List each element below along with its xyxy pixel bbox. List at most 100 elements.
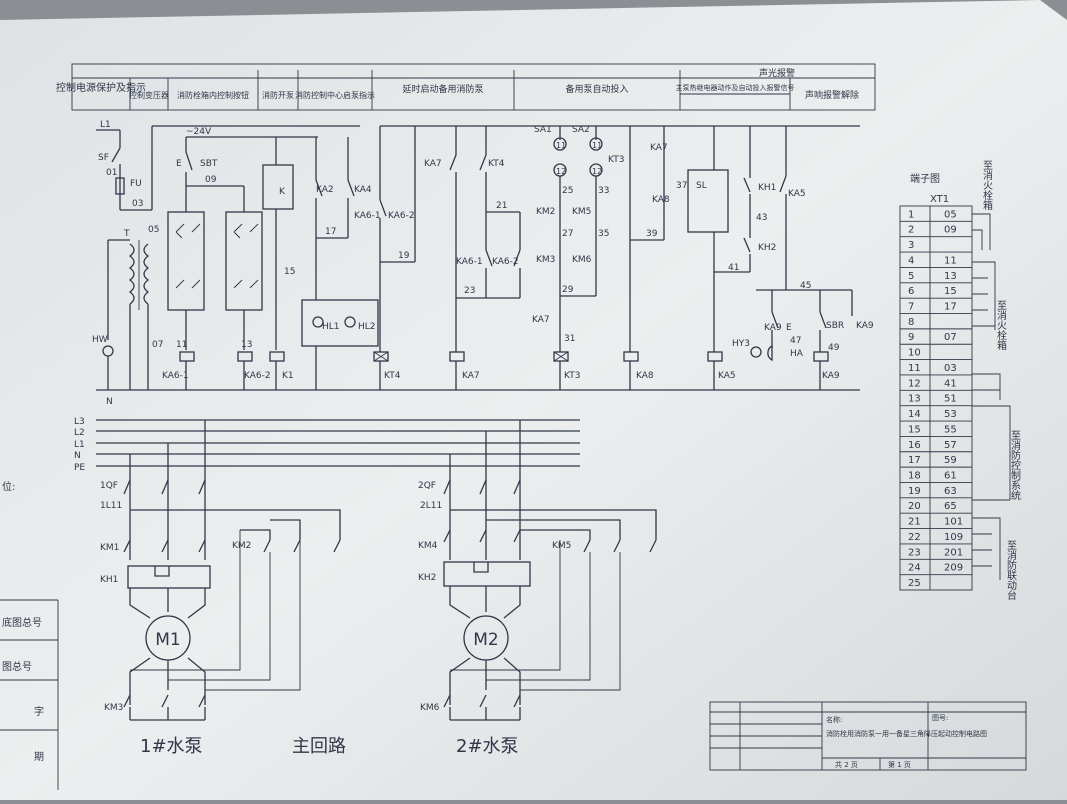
- caption-pump-1: 1#水泵: [140, 736, 203, 757]
- contact-11a: 11: [556, 141, 566, 150]
- label-sa1: SA1: [534, 125, 552, 135]
- margin-label-2: 图总号: [2, 660, 32, 673]
- terminal-wire: 53: [944, 409, 957, 420]
- wire-45: 45: [800, 281, 811, 291]
- caption-pump-2: 2#水泵: [456, 736, 519, 757]
- coil-kt4: [373, 351, 389, 362]
- terminal-wire: 61: [944, 470, 957, 481]
- main-circuit: L3 L2 L1 N PE 位: 1QF 1L11 KM1 KM2 KH1 M1…: [0, 417, 657, 790]
- label-t: T: [123, 229, 130, 239]
- label-bus-l2: L2: [74, 428, 85, 438]
- terminal-wire: 11: [944, 255, 957, 266]
- wire-29: 29: [562, 285, 574, 295]
- terminal-number: 17: [908, 455, 921, 466]
- coil-ka8: [623, 351, 639, 362]
- label-kh2-main: KH2: [418, 573, 436, 583]
- wire-33: 33: [598, 186, 609, 196]
- label-n: N: [106, 397, 113, 407]
- caption-main-loop: 主回路: [292, 736, 346, 757]
- terminal-group-1: 至消火栓箱: [981, 160, 993, 211]
- lamp-group-hl: [301, 299, 379, 347]
- label-kt3b: KT3: [608, 155, 624, 165]
- terminal-wire: 03: [944, 363, 957, 374]
- contact-12a: 12: [556, 167, 566, 176]
- label-ka9a: KA9: [764, 323, 782, 333]
- terminal-wire: 109: [944, 532, 963, 543]
- terminal-wire: 57: [944, 440, 957, 451]
- label-ka2: KA2: [316, 185, 334, 195]
- horn-ha: [767, 344, 773, 362]
- terminal-wire: 07: [944, 332, 957, 343]
- wire-19: 19: [398, 251, 410, 261]
- wire-25: 25: [562, 186, 573, 196]
- wire-03: 03: [132, 199, 143, 209]
- wire-31: 31: [564, 334, 575, 344]
- page-number: 第 1 页: [888, 760, 911, 769]
- terminal-wire: 101: [944, 517, 963, 528]
- label-bus-l3: L3: [74, 417, 85, 427]
- label-ka7b: KA7: [532, 315, 550, 325]
- header-table: 控制电源保护及指示 控制变压器 消防栓箱内控制按钮 消防开泵 消防控制中心启泵指…: [56, 63, 876, 111]
- terminal-number: 14: [908, 409, 921, 420]
- label-hw: HW: [92, 335, 108, 345]
- label-fu: FU: [130, 179, 142, 189]
- wire-23: 23: [464, 286, 475, 296]
- fuse-fu: [115, 177, 125, 195]
- label-ka8: KA8: [652, 195, 670, 205]
- terminal-group-4: 至消防联动台: [1005, 540, 1017, 601]
- label-hl2: HL2: [358, 322, 376, 332]
- coil-ka7: [449, 351, 465, 362]
- wire-43: 43: [756, 213, 767, 223]
- label-kt3: KT3: [564, 371, 580, 381]
- label-kt4: KT4: [488, 159, 505, 169]
- wire-01: 01: [106, 168, 117, 178]
- label-2l11: 2L11: [420, 501, 442, 511]
- header-cell-8: 声响报警解除: [805, 89, 859, 101]
- label-km2: KM2: [536, 207, 555, 217]
- terminal-number: 25: [908, 578, 921, 589]
- label-kt4b: KT4: [384, 371, 401, 381]
- terminal-number: 9: [908, 332, 914, 343]
- label-ha: HA: [790, 349, 804, 359]
- terminal-number: 12: [908, 378, 921, 389]
- terminal-number: 4: [908, 255, 914, 266]
- wire-27: 27: [562, 229, 573, 239]
- label-ka7c: KA7: [650, 143, 668, 153]
- terminal-number: 8: [908, 317, 914, 328]
- label-ka6-2c: KA6-2: [492, 257, 519, 267]
- label-l1: L1: [100, 120, 111, 130]
- label-km5-main: KM5: [552, 541, 571, 551]
- label-kh1-main: KH1: [100, 575, 118, 585]
- label-ka5: KA5: [788, 189, 806, 199]
- coil-ka6-2: [237, 351, 253, 362]
- label-km5: KM5: [572, 207, 591, 217]
- coil-k1: [269, 351, 285, 362]
- terminal-name: XT1: [930, 194, 949, 205]
- label-m1: M1: [155, 630, 180, 650]
- label-e2: E: [786, 323, 792, 333]
- wire-05: 05: [148, 225, 159, 235]
- terminal-number: 23: [908, 547, 921, 558]
- terminal-number: 6: [908, 286, 914, 297]
- wire-09: 09: [205, 175, 217, 185]
- label-km3-main: KM3: [104, 703, 123, 713]
- terminal-number: 1: [908, 209, 914, 220]
- terminal-wire: 63: [944, 486, 957, 497]
- terminal-number: 7: [908, 302, 914, 313]
- drawing-title: 消防栓用消防泵一用一备星三角降压起动控制电路图: [826, 729, 987, 738]
- label-bus-l1: L1: [74, 440, 85, 450]
- transformer-t: [128, 243, 135, 305]
- terminal-title: 端子图: [910, 172, 940, 185]
- terminal-wire: 209: [944, 563, 963, 574]
- terminal-number: 20: [908, 501, 921, 512]
- label-kh2: KH2: [758, 243, 776, 253]
- contact-11b: 11: [592, 141, 602, 150]
- header-cell-7: 声光报警: [759, 67, 795, 79]
- terminal-wire: 13: [944, 271, 957, 282]
- terminal-wire: 201: [944, 547, 963, 558]
- terminal-number: 21: [908, 517, 921, 528]
- wire-17: 17: [325, 227, 336, 237]
- terminal-number: 16: [908, 440, 921, 451]
